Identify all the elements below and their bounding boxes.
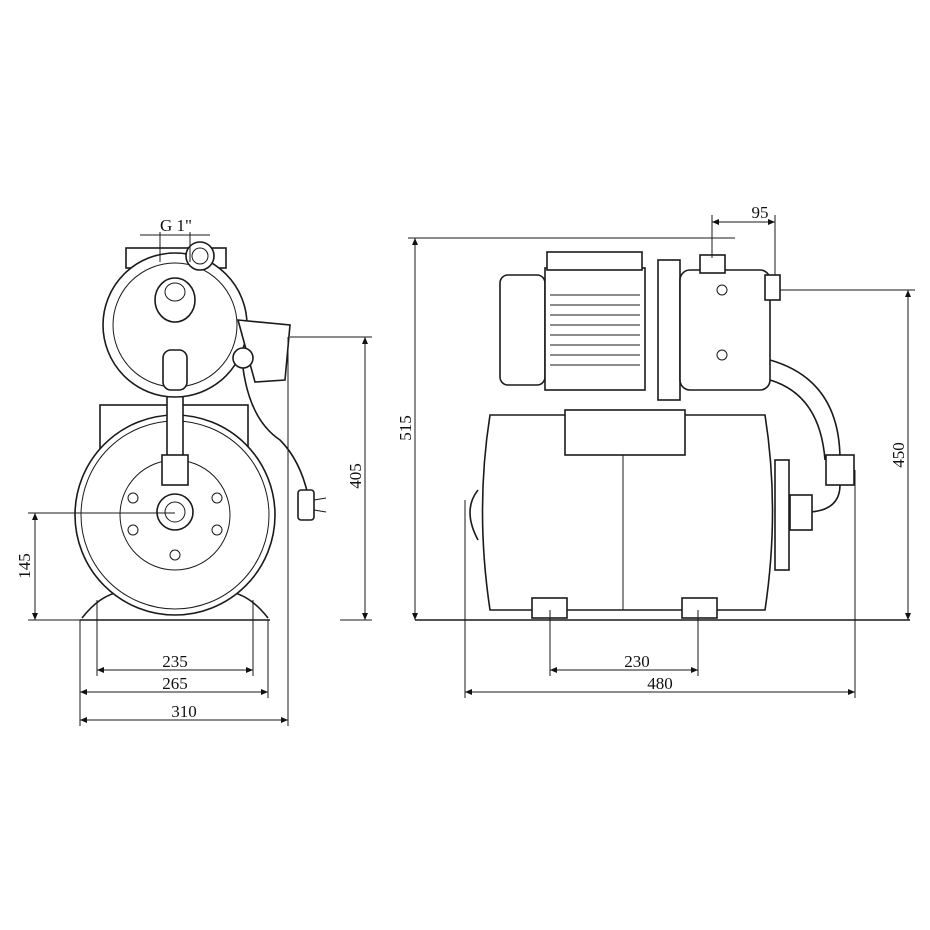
pressure-gauge	[185, 241, 215, 271]
outlet-port	[764, 274, 781, 301]
dim-515-label: 515	[396, 415, 415, 441]
dim-230-label: 230	[624, 652, 650, 671]
terminal-box	[546, 251, 643, 271]
tank-foot-right	[681, 597, 718, 619]
braided-hose	[166, 389, 184, 459]
inlet-union	[789, 494, 813, 531]
pump-housing	[679, 269, 771, 391]
dim-235-label: 235	[162, 652, 188, 671]
power-plug	[297, 489, 315, 521]
tank-side	[481, 414, 774, 611]
motor-body	[544, 267, 646, 391]
dim-450-label: 450	[889, 442, 908, 468]
dim-405-label: 405	[346, 463, 365, 489]
dim-95-label: 95	[752, 203, 769, 222]
dim-145-label: 145	[15, 553, 34, 579]
motor-endcap	[499, 274, 546, 386]
power-cable	[242, 367, 309, 496]
side-view: 515 95 450 230 480	[396, 203, 915, 698]
front-view: G 1" 405 145 235 265 310	[15, 216, 372, 726]
pump-bracket	[564, 409, 686, 456]
dim-480-label: 480	[647, 674, 673, 693]
thread-label: G 1"	[160, 216, 192, 235]
dim-310-label: 310	[171, 702, 197, 721]
side-hose	[769, 359, 841, 461]
dim-265-label: 265	[162, 674, 188, 693]
